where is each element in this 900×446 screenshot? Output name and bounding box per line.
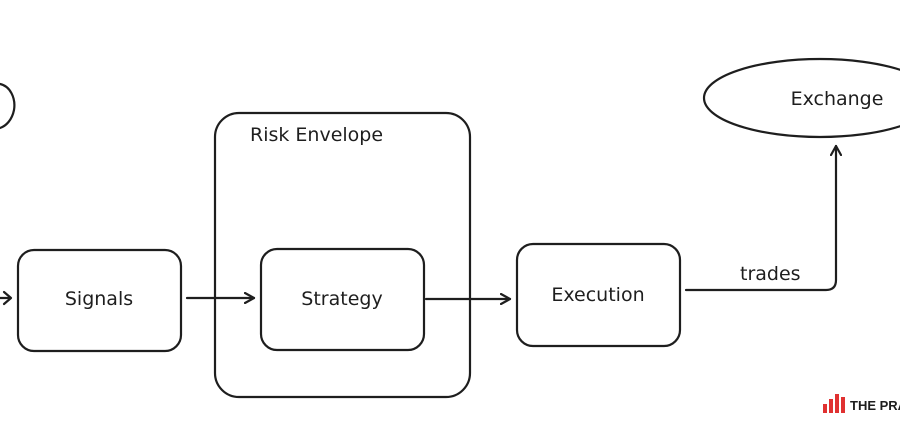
signals-label: Signals — [65, 288, 133, 310]
logo-bar-2 — [829, 399, 833, 413]
trades-edge-label: trades — [740, 263, 801, 285]
strategy-node — [259, 247, 426, 352]
brand-logo: THE PRAC — [823, 394, 900, 413]
strategy-label: Strategy — [301, 288, 382, 310]
execution-label: Execution — [551, 284, 644, 306]
source-node-partial — [0, 82, 16, 130]
exchange-label: Exchange — [791, 88, 884, 110]
exchange-node — [702, 57, 900, 139]
execution-to-exchange-arrow — [684, 144, 836, 292]
logo-bar-1 — [823, 404, 827, 413]
signals-node — [16, 248, 183, 353]
execution-node — [515, 242, 682, 348]
brand-text: THE PRAC — [850, 398, 900, 413]
input-arrowhead — [2, 290, 13, 306]
logo-bar-4 — [841, 397, 845, 413]
logo-bar-3 — [835, 394, 839, 413]
risk-envelope-label: Risk Envelope — [250, 124, 383, 146]
risk-envelope-container — [213, 111, 472, 399]
